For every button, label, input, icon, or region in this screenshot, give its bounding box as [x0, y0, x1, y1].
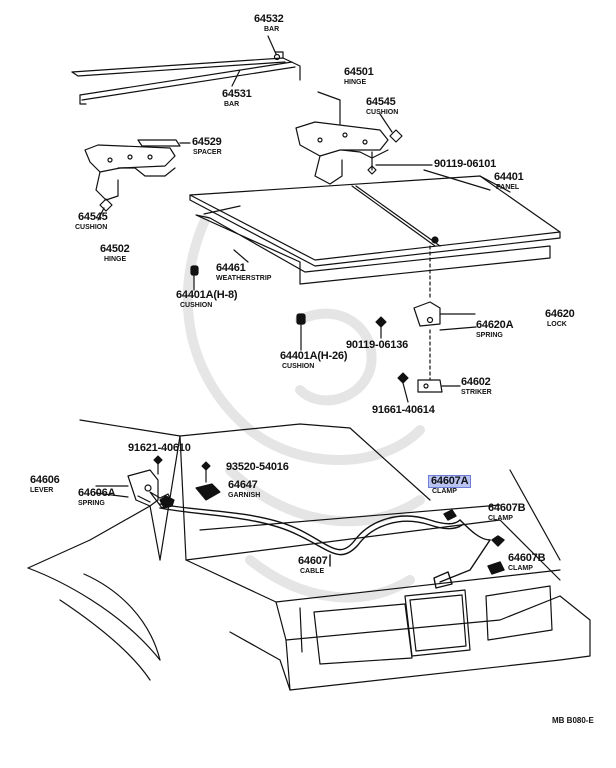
part-number: 64532 [254, 13, 284, 25]
part-name: PANEL [496, 184, 520, 191]
part-name: STRIKER [461, 389, 492, 396]
part-number: 64606A [78, 487, 116, 499]
part-number: 93520-54016 [226, 461, 289, 473]
diagram-code: MB B080-E [552, 716, 594, 725]
part-name: CUSHION [366, 109, 399, 116]
bar-assembly [71, 35, 301, 105]
lock-and-striker [375, 245, 477, 403]
part-number: 90119-06101 [434, 158, 497, 170]
part-number: 64607B [488, 502, 526, 514]
part-name: CLAMP [432, 488, 457, 495]
part-name: LOCK [547, 321, 567, 328]
part-number-highlighted: 64607A [428, 475, 472, 488]
part-name: SPACER [193, 149, 222, 156]
part-number: 64529 [192, 136, 222, 148]
part-number: 64545 [366, 96, 396, 108]
trunk-lid-panel [189, 169, 561, 267]
part-name: CUSHION [75, 224, 108, 231]
part-number: 90119-06136 [346, 339, 409, 351]
part-number: 64502 [100, 243, 130, 255]
cushions [190, 265, 306, 351]
part-name: CABLE [300, 568, 325, 575]
part-name: HINGE [344, 79, 367, 86]
part-name: GARNISH [228, 492, 261, 499]
part-name: SPRING [78, 500, 105, 507]
part-number: 64606 [30, 474, 60, 486]
part-number: 64620 [545, 308, 575, 320]
weatherstrip [195, 205, 551, 285]
part-number: 64607B [508, 552, 546, 564]
part-number: 64501 [344, 66, 374, 78]
part-number: 64602 [461, 376, 491, 388]
part-name: BAR [224, 101, 240, 108]
part-number: 64401A(H-26) [280, 350, 348, 362]
part-number: 64401 [494, 171, 524, 183]
part-number: 91621-40610 [128, 442, 191, 454]
part-name: CLAMP [508, 565, 533, 572]
part-name: WEATHERSTRIP [216, 275, 272, 282]
part-number: 64461 [216, 262, 246, 274]
part-name: SPRING [476, 332, 503, 339]
part-number: 91661-40614 [372, 404, 435, 416]
part-name: CUSHION [180, 302, 213, 309]
part-name: LEVER [30, 487, 54, 494]
part-name: CUSHION [282, 363, 315, 370]
part-number: 64401A(H-8) [176, 289, 238, 301]
part-number: 64620A [476, 319, 514, 331]
part-name: CLAMP [488, 515, 513, 522]
car-body [27, 419, 591, 691]
part-number: 64647 [228, 479, 258, 491]
part-name: HINGE [104, 256, 127, 263]
hinge-left [84, 139, 191, 221]
part-number: 64531 [222, 88, 252, 100]
part-number: 64545 [78, 211, 108, 223]
lever-assembly [95, 455, 221, 509]
part-number: 64607 [298, 555, 328, 567]
release-cable [159, 503, 505, 589]
hinge-right [295, 91, 433, 185]
part-name: BAR [264, 26, 280, 33]
